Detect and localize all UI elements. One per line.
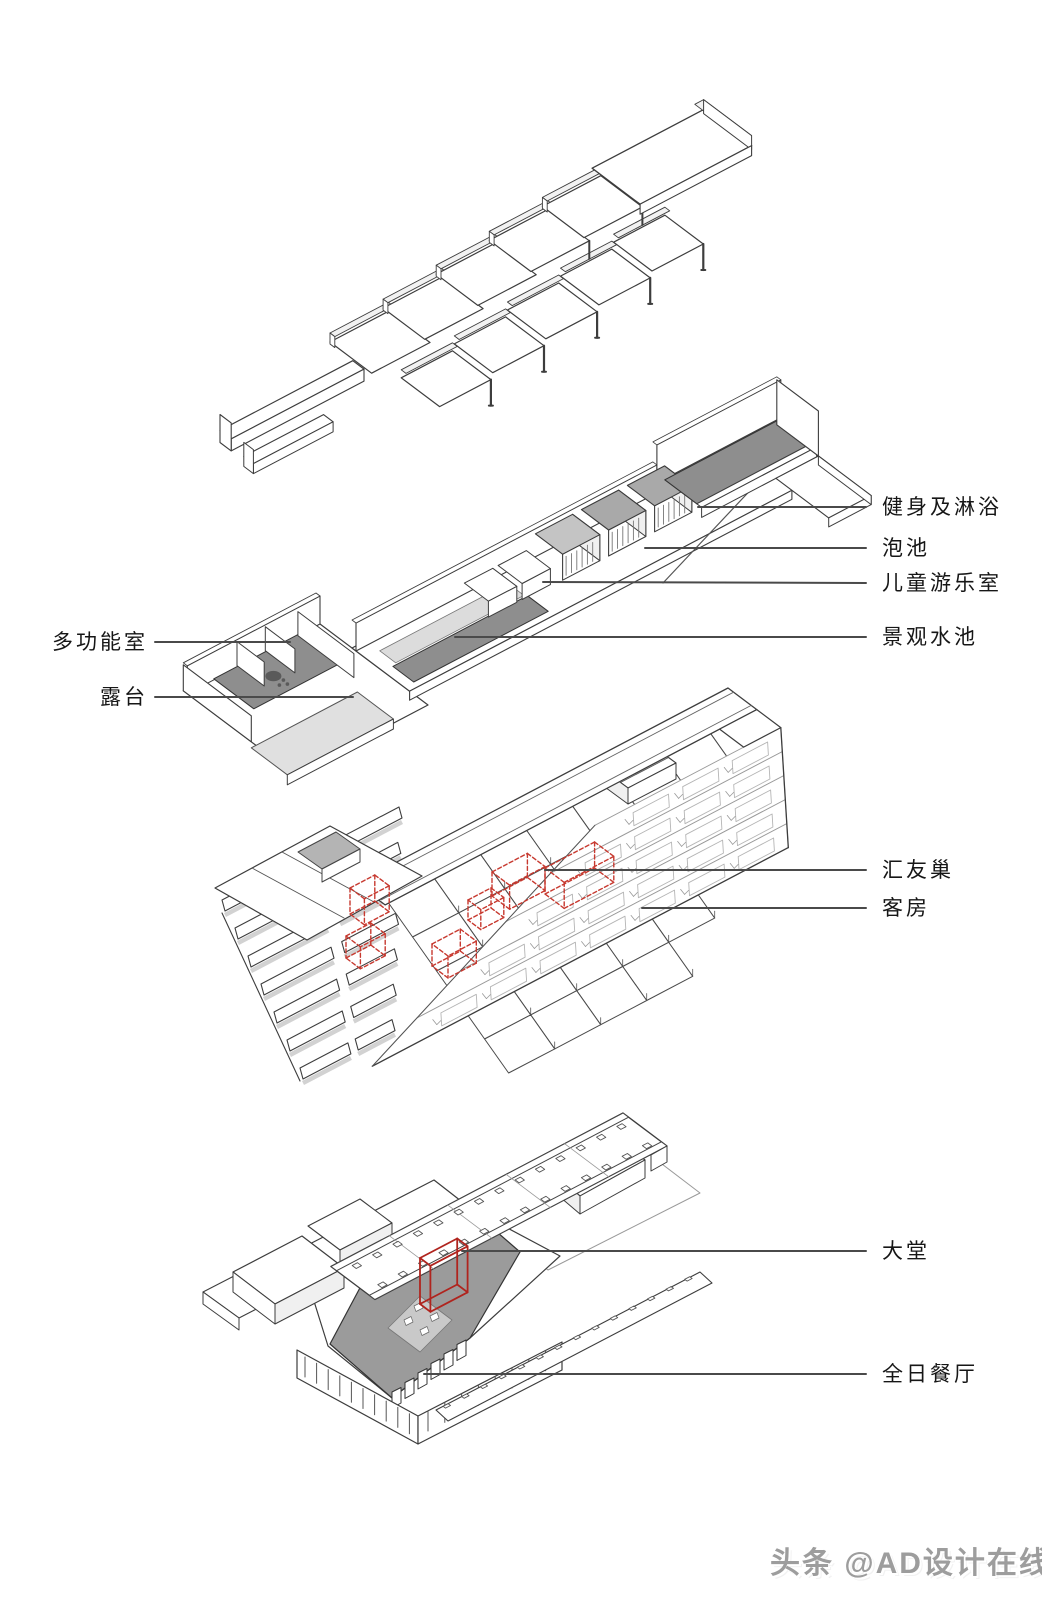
label-social-nest: 汇友巢 xyxy=(882,858,954,882)
leader-lines xyxy=(154,506,867,1375)
label-all-day-dining: 全日餐厅 xyxy=(882,1362,978,1386)
label-guest-rooms: 客房 xyxy=(882,896,930,920)
ground-level-axon xyxy=(202,1112,713,1445)
label-multifunction-room: 多功能室 xyxy=(52,630,148,654)
label-soaking-pool: 泡池 xyxy=(882,536,930,560)
watermark-text: 头条 @AD设计在线 xyxy=(770,1547,1042,1580)
label-lobby: 大堂 xyxy=(882,1239,930,1263)
label-landscape-pool: 景观水池 xyxy=(882,625,978,649)
roof-level-axon xyxy=(219,99,753,475)
guestroom-level-axon xyxy=(214,687,789,1085)
amenity-level-axon xyxy=(182,376,872,786)
label-fitness-shower: 健身及淋浴 xyxy=(882,495,1002,519)
label-terrace: 露台 xyxy=(100,685,148,709)
label-kids-playroom: 儿童游乐室 xyxy=(882,571,1002,595)
